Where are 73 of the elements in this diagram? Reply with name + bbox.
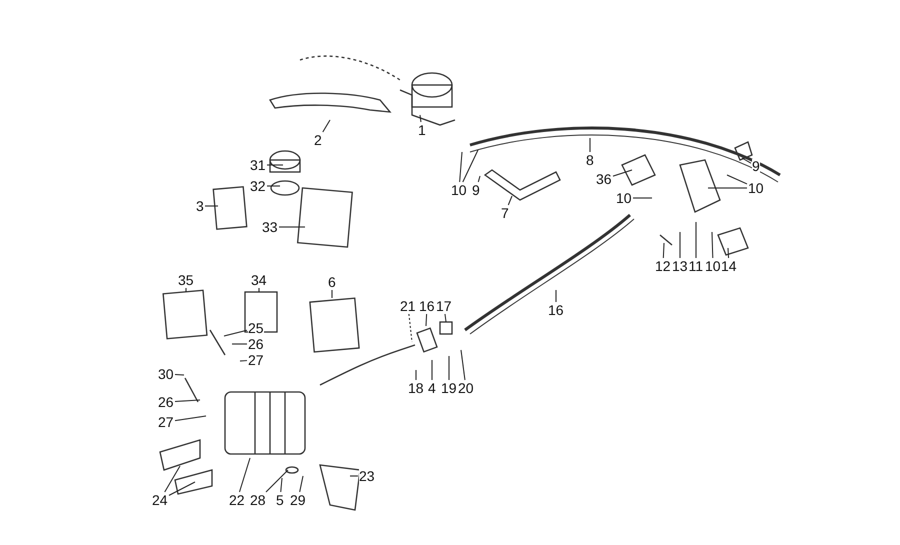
callout-number: 34 [251, 273, 267, 287]
callout-number: 20 [458, 381, 474, 395]
leader-line [278, 226, 306, 228]
leader-line [420, 114, 422, 122]
callout-number: 6 [328, 275, 336, 289]
leader-line [726, 174, 748, 184]
callout-number: 36 [596, 172, 612, 186]
callout-number: 9 [472, 183, 480, 197]
callout-number: 10 [616, 191, 632, 205]
callout-number: 19 [441, 381, 457, 395]
callout-number: 16 [548, 303, 564, 317]
callout-number: 31 [250, 158, 266, 172]
callout-number: 12 [655, 259, 671, 273]
leader-line [168, 482, 196, 496]
leader-line [224, 330, 248, 336]
leader-line [508, 196, 512, 206]
leader-line [662, 242, 664, 258]
callout-number: 33 [262, 220, 278, 234]
callout-number: 13 [672, 259, 688, 273]
callout-number: 27 [158, 415, 174, 429]
leader-line [712, 232, 714, 258]
leader-line [448, 356, 450, 380]
leader-line [460, 350, 466, 380]
callout-number: 29 [290, 493, 306, 507]
leader-line [322, 120, 330, 132]
callout-number: 23 [359, 469, 375, 483]
leader-line [728, 248, 730, 258]
leader-line [266, 164, 284, 166]
callout-number: 14 [721, 259, 737, 273]
callout-number: 7 [501, 206, 509, 220]
leader-line [462, 150, 478, 182]
leader-line [478, 176, 480, 182]
leader-line [280, 478, 282, 492]
callout-number: 21 [400, 299, 416, 313]
callout-number: 17 [436, 299, 452, 313]
leader-line [174, 400, 200, 402]
callout-number: 26 [158, 395, 174, 409]
leader-line [444, 314, 446, 322]
callout-number: 24 [152, 493, 168, 507]
leader-line [612, 170, 632, 177]
callout-number: 18 [408, 381, 424, 395]
leader-line [408, 314, 412, 342]
leader-line [742, 158, 752, 164]
leader-line [174, 374, 184, 376]
callout-number: 26 [248, 337, 264, 351]
callout-number: 5 [276, 493, 284, 507]
callout-number: 11 [688, 259, 704, 273]
callout-number: 30 [158, 367, 174, 381]
callout-number: 4 [428, 381, 436, 395]
leader-line [258, 288, 260, 292]
callout-number: 32 [250, 179, 266, 193]
leader-line [426, 314, 428, 326]
callout-number: 35 [178, 273, 194, 287]
leader-line [459, 152, 462, 182]
leader-line [240, 360, 248, 362]
callout-number: 27 [248, 353, 264, 367]
callout-number: 28 [250, 493, 266, 507]
callout-number: 9 [752, 159, 760, 173]
leader-line [299, 476, 304, 492]
callout-number: 10 [451, 183, 467, 197]
callout-number: 22 [229, 493, 245, 507]
leader-line [238, 458, 250, 492]
callout-number: 3 [196, 199, 204, 213]
callout-number: 2 [314, 133, 322, 147]
leader-line [266, 470, 288, 492]
callout-number: 8 [586, 153, 594, 167]
callout-number: 10 [748, 181, 764, 195]
leader-line [174, 416, 206, 422]
callout-number: 25 [248, 321, 264, 335]
callout-number: 10 [705, 259, 721, 273]
callout-number: 16 [419, 299, 435, 313]
callout-number: 1 [418, 123, 426, 137]
leader-line [164, 466, 180, 492]
